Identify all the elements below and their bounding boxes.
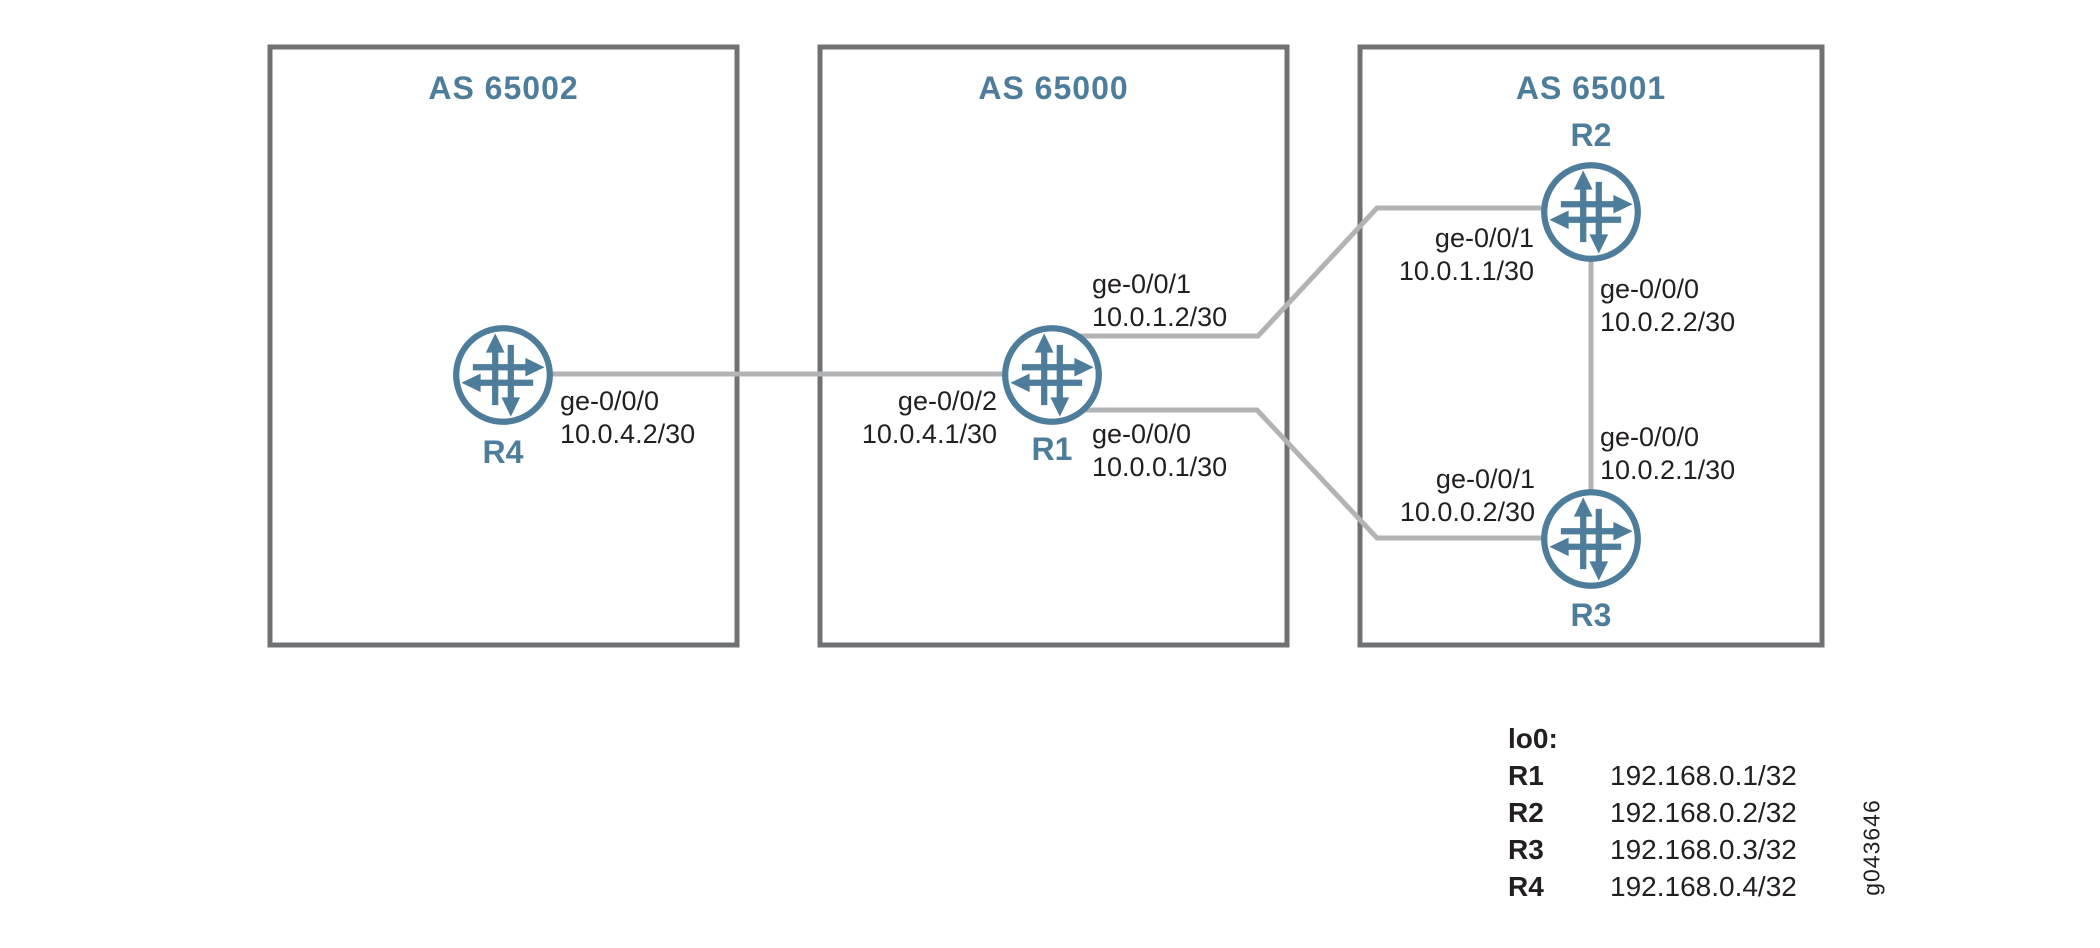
legend-loopback-address: 192.168.0.3/32 [1610,834,1797,865]
interface-label-r2-ge000: ge-0/0/0 10.0.2.2/30 [1600,273,1735,339]
interface-address: 10.0.1.1/30 [1398,256,1534,286]
legend-router-name: R4 [1508,871,1544,902]
as-box-65000 [817,44,1290,648]
router-label-r2: R2 [1570,117,1612,153]
router-label-r3: R3 [1570,597,1612,633]
link-r1-r2 [1052,205,1591,339]
interface-address: 10.0.2.2/30 [1600,307,1736,337]
legend-router-name: R1 [1508,760,1544,791]
as-label-65002: AS 65002 [428,70,579,106]
router-label-r4: R4 [482,434,524,470]
as-label-65000: AS 65000 [978,70,1129,106]
as-label-65001: AS 65001 [1515,70,1667,106]
router-icon-r3 [1544,492,1638,586]
link-r1-r3 [1052,407,1591,541]
interface-label-r3-ge000: ge-0/0/0 10.0.2.1/30 [1600,421,1735,487]
interface-address: 10.0.2.1/30 [1600,455,1736,485]
interface-label-r4-ge000: ge-0/0/0 10.0.4.2/30 [560,385,695,451]
interface-name: ge-0/0/0 [1600,422,1700,452]
interface-name: ge-0/0/0 [560,386,660,416]
interface-label-r1-ge000: ge-0/0/0 10.0.0.1/30 [1092,418,1227,484]
interface-address: 10.0.4.2/30 [560,419,696,449]
interface-name: ge-0/0/1 [1434,223,1534,253]
legend-row: R2 192.168.0.2/32 [1508,794,1797,831]
interface-address: 10.0.0.2/30 [1399,497,1535,527]
legend-row: R3 192.168.0.3/32 [1508,831,1797,868]
interface-name: ge-0/0/0 [1600,274,1700,304]
interface-address: 10.0.0.1/30 [1092,452,1228,482]
loopback-legend: lo0: R1 192.168.0.1/32 R2 192.168.0.2/32… [1508,720,1797,905]
interface-label-r1-ge001: ge-0/0/1 10.0.1.2/30 [1092,268,1227,334]
interface-address: 10.0.1.2/30 [1092,302,1228,332]
router-icon-r4 [456,328,550,422]
router-icon-r2 [1544,165,1638,259]
router-label-r1: R1 [1031,431,1073,467]
interface-address: 10.0.4.1/30 [861,419,997,449]
interface-name: ge-0/0/1 [1092,269,1192,299]
interface-name: ge-0/0/0 [1092,419,1192,449]
legend-row: R4 192.168.0.4/32 [1508,868,1797,905]
as-box-65002 [267,44,740,648]
interface-label-r2-ge001: ge-0/0/1 10.0.1.1/30 [1399,222,1534,288]
as-box-65001 [1357,44,1825,648]
figure-number: g043646 [1858,799,1885,896]
interface-label-r1-ge002: ge-0/0/2 10.0.4.1/30 [862,385,997,451]
legend-loopback-address: 192.168.0.1/32 [1610,760,1797,791]
legend-router-name: R3 [1508,834,1544,865]
legend-router-name: R2 [1508,797,1544,828]
legend-row: R1 192.168.0.1/32 [1508,757,1797,794]
legend-title: lo0: [1508,723,1558,754]
interface-name: ge-0/0/2 [897,386,997,416]
interface-label-r3-ge001: ge-0/0/1 10.0.0.2/30 [1400,463,1535,529]
router-icon-r1 [1005,328,1099,422]
legend-loopback-address: 192.168.0.2/32 [1610,797,1797,828]
interface-name: ge-0/0/1 [1435,464,1535,494]
legend-loopback-address: 192.168.0.4/32 [1610,871,1797,902]
